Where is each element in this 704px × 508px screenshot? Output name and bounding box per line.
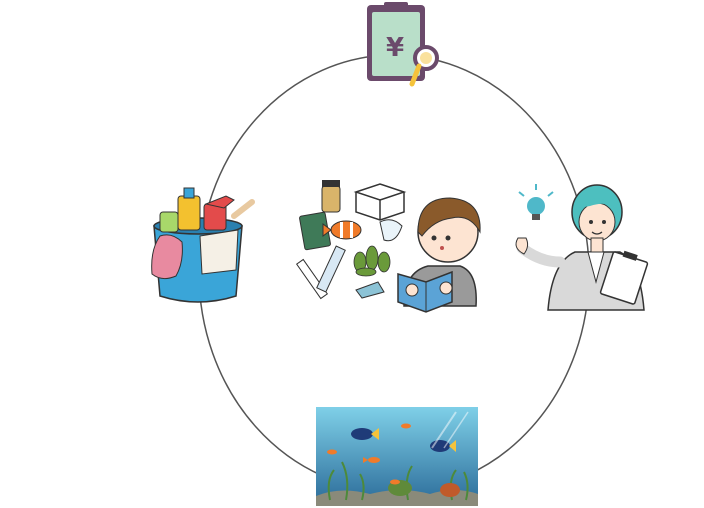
boy-reading-aquarium-guide-icon [295,180,481,313]
aquatic-plants-icon [353,245,391,277]
clipboard-icon [599,250,649,305]
aquarium-tools-icon [295,245,346,300]
green-bottle [159,211,179,233]
water-bag-icon [379,219,403,242]
orange-fish-3 [401,423,411,429]
clownfish-icon [322,220,362,240]
orange-fish-4 [390,479,400,485]
orange-fish-1 [363,457,380,463]
cleaning-bucket-icon [151,187,255,303]
cleaning-cloth [199,229,239,275]
yellow-bottle [177,195,201,231]
rubber-glove [151,234,183,280]
fish-tank-icon [316,407,478,506]
lightbulb-icon [518,184,554,220]
clipboard-yen-magnifier-icon: ¥ [367,2,439,87]
aquarium-plants [327,461,469,501]
orange-fish-2 [327,449,337,455]
blue-tang-fish-1 [351,428,379,440]
staff-with-clipboard-and-idea-icon [515,184,649,311]
empty-tank-icon [353,183,407,221]
fish-food-can-icon [321,180,341,213]
yen-symbol: ¥ [386,33,404,63]
glass-scraper-icon [355,281,385,299]
